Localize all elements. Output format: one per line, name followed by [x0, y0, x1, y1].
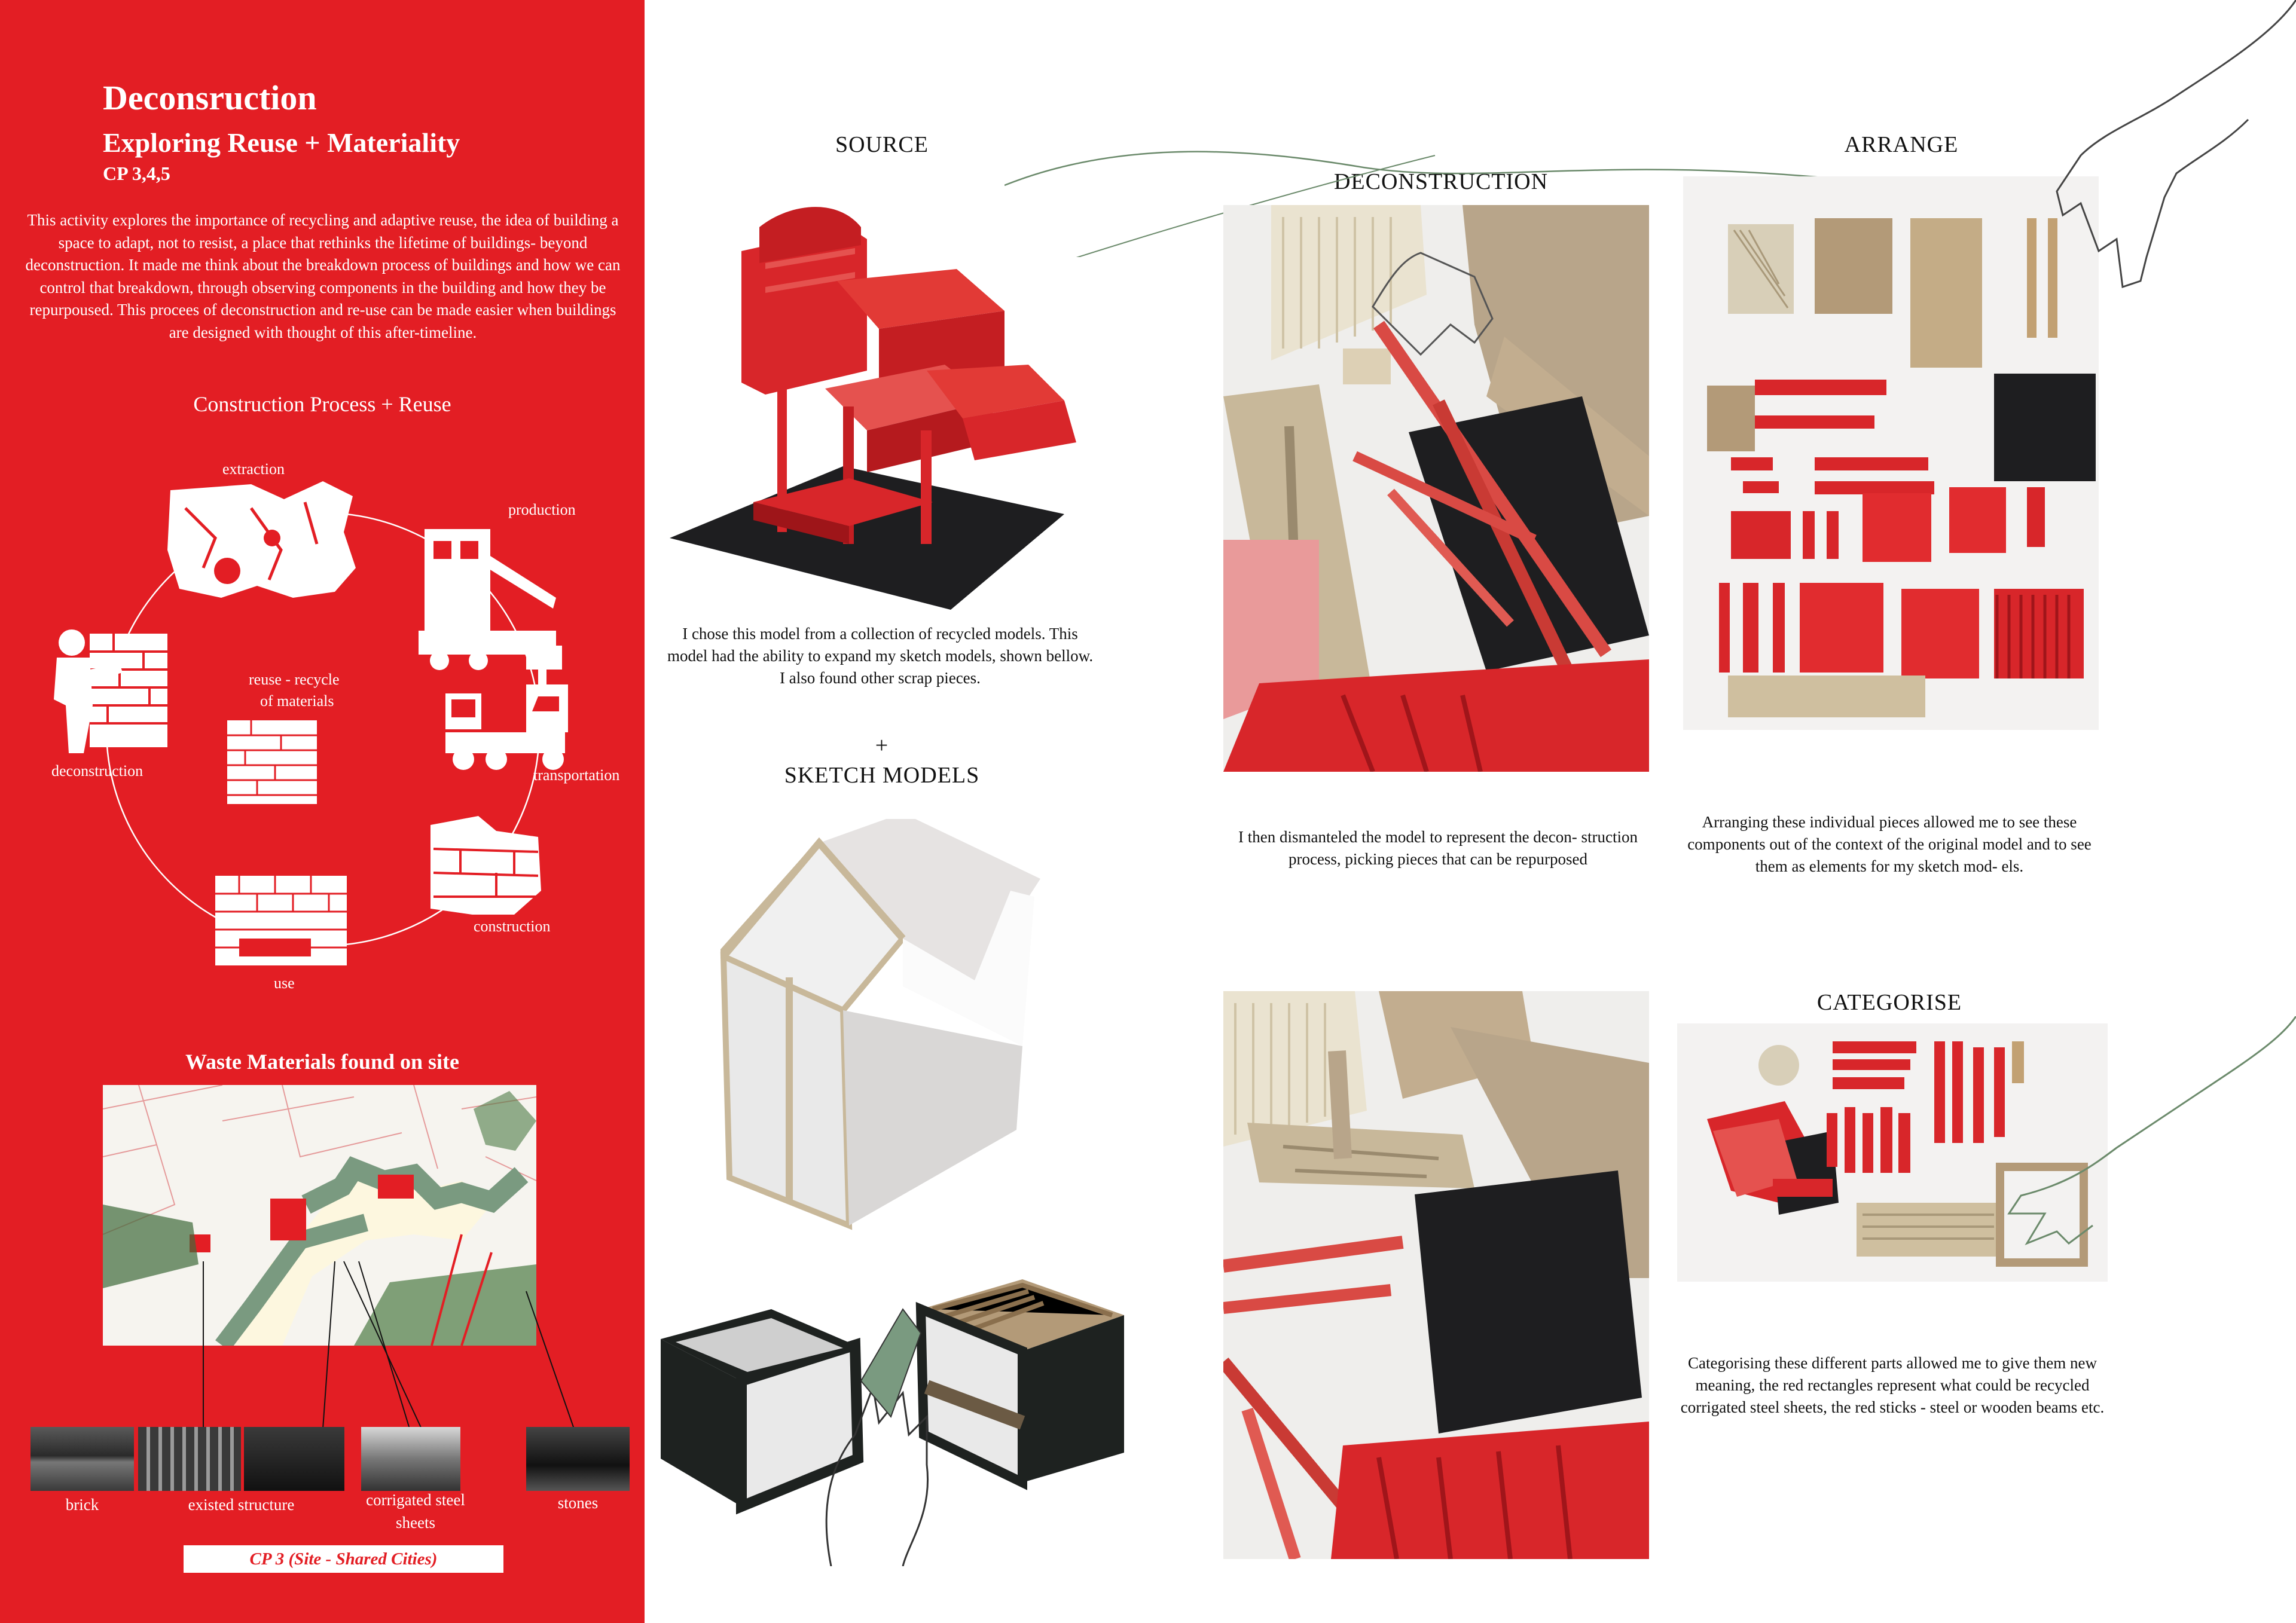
map-pointer-lines	[203, 1261, 575, 1429]
source-caption: I chose this model from a collection of …	[667, 625, 1094, 687]
transportation-icon	[445, 655, 568, 770]
categorise-caption: Categorising these different parts allow…	[1680, 1354, 2105, 1416]
use-icon	[215, 876, 347, 965]
production-icon	[419, 529, 562, 670]
intro-paragraph: This activity explores the importance of…	[25, 211, 621, 341]
thumb-brick	[30, 1427, 134, 1491]
construction-icon	[430, 816, 541, 915]
source-model-photo	[670, 207, 1076, 610]
arrange-photo	[1683, 176, 2099, 730]
thumb-stones	[526, 1427, 630, 1491]
plus-sign: +	[875, 733, 889, 758]
deconstruction-icon	[54, 629, 167, 753]
categorise-photo	[1677, 1023, 2108, 1282]
cycle-label-production: production	[508, 501, 576, 518]
cycle-label-reuse-2: of materials	[260, 692, 334, 710]
page-title: Deconsruction	[103, 78, 317, 117]
deconstruction-photo	[1223, 205, 1649, 772]
thumb-corrugated-steel	[361, 1427, 460, 1491]
cycle-label-construction: construction	[474, 918, 551, 935]
cycle-label-extraction: extraction	[222, 460, 285, 478]
hand-categorise-sketch	[2007, 1016, 2296, 1246]
deconstruction-photo-2	[1223, 991, 1649, 1559]
page-subtitle: Exploring Reuse + Materiality	[103, 127, 460, 158]
thumb-existed-structure-1	[138, 1427, 241, 1491]
thumb-label-existed: existed structure	[188, 1496, 295, 1514]
thumb-existed-structure-2	[244, 1427, 344, 1491]
hand-sketch-line	[1004, 151, 1842, 257]
thumb-label-brick: brick	[65, 1496, 99, 1514]
construction-cycle-diagram	[54, 481, 568, 965]
hand-arrange-sketch	[2056, 0, 2296, 289]
cp-code: CP 3,4,5	[103, 163, 170, 184]
reuse-icon	[227, 720, 317, 804]
cycle-label-reuse-1: reuse - recycle	[249, 671, 340, 688]
sketch-models-title: SKETCH MODELS	[784, 763, 980, 788]
arrange-caption: Arranging these individual pieces allowe…	[1687, 813, 2092, 875]
left-panel	[0, 0, 645, 1623]
source-title: SOURCE	[835, 132, 929, 157]
cycle-label-use: use	[274, 974, 295, 992]
cycle-label-deconstruction: deconstruction	[51, 762, 144, 780]
extraction-icon	[167, 481, 356, 598]
waste-heading: Waste Materials found on site	[185, 1050, 459, 1074]
deconstruction-caption: I then dismanteled the model to represen…	[1238, 828, 1638, 868]
thumb-label-stones: stones	[557, 1494, 599, 1512]
thumb-label-steel-1: corrigated steel	[366, 1491, 465, 1509]
cycle-label-transportation: transportation	[533, 766, 620, 784]
site-map-drawing	[103, 1085, 536, 1346]
categorise-title: CATEGORISE	[1816, 990, 1962, 1015]
site-map	[103, 1085, 536, 1346]
cp-footer-badge: CP 3 (Site - Shared Cities)	[184, 1545, 503, 1573]
sketch-models-photo	[661, 819, 1124, 1566]
arrange-title: ARRANGE	[1844, 132, 1959, 157]
process-heading: Construction Process + Reuse	[193, 392, 451, 416]
thumb-label-steel-2: sheets	[396, 1514, 435, 1532]
